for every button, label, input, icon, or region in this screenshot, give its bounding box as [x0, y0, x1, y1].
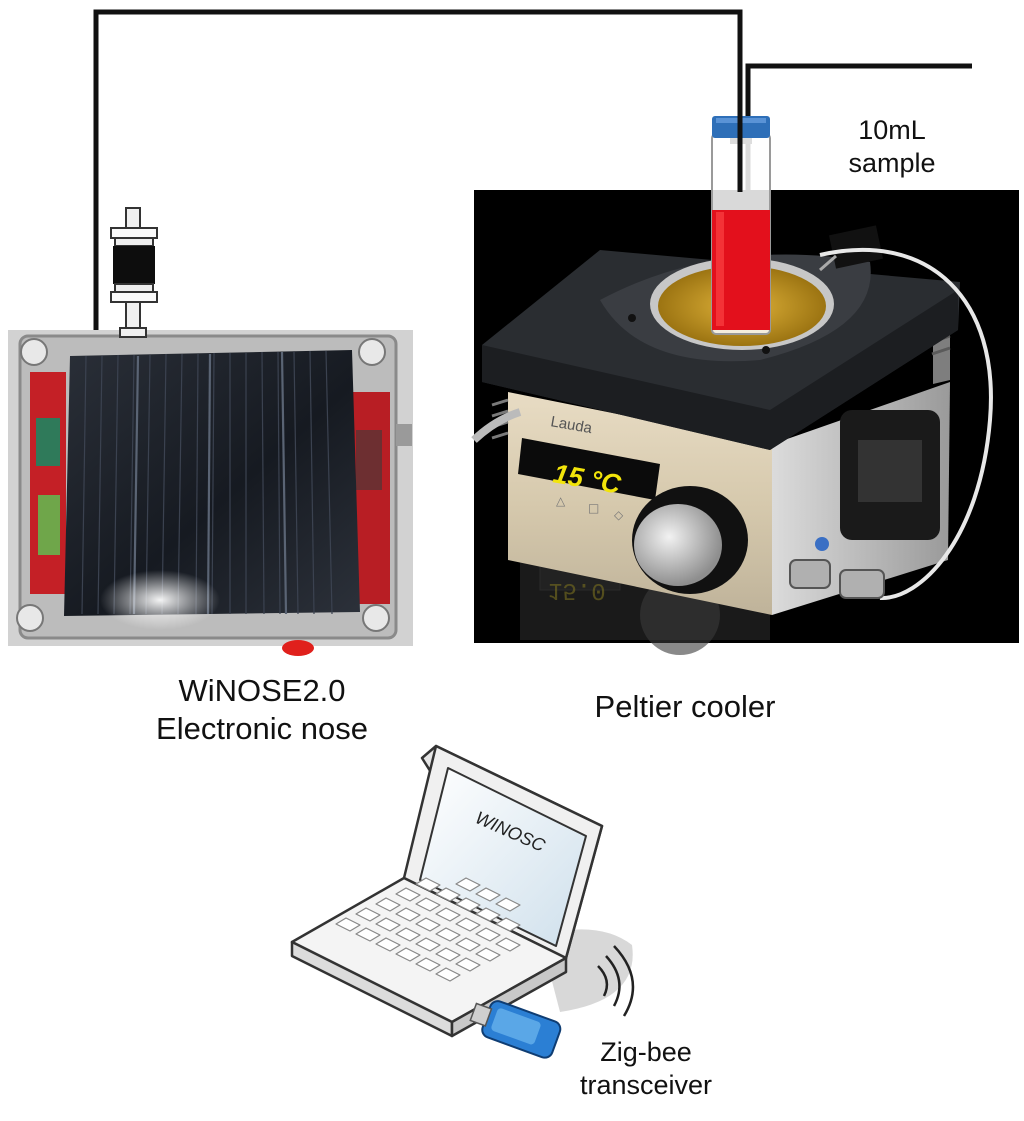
svg-text:△: △	[556, 494, 566, 508]
laptop: WINOSC	[290, 744, 635, 1038]
control-knob-icon	[632, 486, 748, 594]
laptop-keyboard	[335, 877, 521, 982]
svg-text:□: □	[588, 501, 599, 515]
zigbee-label-line1: Zig-bee	[600, 1037, 692, 1067]
sensor-cable	[819, 248, 993, 601]
laptop-screen	[419, 767, 587, 947]
electronic-nose-label: WiNOSE2.0 Electronic nose	[92, 672, 432, 748]
zigbee-label-line2: transceiver	[579, 1069, 713, 1100]
enclosure-screws	[16, 338, 390, 632]
svg-text:15.0: 15.0	[548, 576, 606, 603]
circuit-board	[30, 372, 66, 594]
gas-inlet-fitting	[110, 207, 158, 338]
electronic-nose-label-line1: WiNOSE2.0	[178, 673, 346, 708]
power-button-icon	[282, 640, 314, 656]
sample-label-line1: 10mL	[858, 115, 926, 145]
wireless-signal-icon	[597, 945, 635, 1017]
svg-text:◇: ◇	[614, 508, 624, 522]
zigbee-transceiver	[469, 1000, 562, 1059]
peltier-cooler-device: 15.0 15 °C Lauda	[471, 190, 1019, 655]
peltier-cooler-label: Peltier cooler	[594, 689, 776, 724]
electronic-nose-device	[8, 207, 413, 656]
electronic-nose-label-line2: Electronic nose	[156, 710, 368, 746]
sample-label: 10mL sample	[832, 114, 952, 180]
sample-vial	[711, 12, 771, 335]
zigbee-label: Zig-bee transceiver	[556, 1036, 736, 1102]
sample-label-line2: sample	[848, 147, 936, 178]
